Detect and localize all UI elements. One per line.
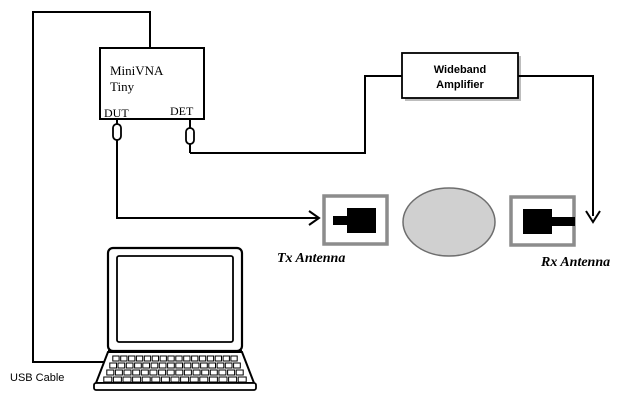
keyboard-key <box>114 369 123 376</box>
rx-antenna-label: Rx Antenna <box>540 255 610 270</box>
keyboard-key <box>141 376 151 383</box>
keyboard-key <box>149 369 158 376</box>
keyboard-key <box>230 355 238 362</box>
keyboard-key <box>170 376 180 383</box>
keyboard-key <box>189 376 199 383</box>
rx-antenna <box>509 195 576 247</box>
keyboard-key <box>151 376 161 383</box>
keyboard-key <box>106 369 115 376</box>
amplifier-label-line1: Wideband <box>434 64 486 76</box>
keyboard-key <box>150 362 159 369</box>
keyboard-key <box>158 369 167 376</box>
tx-arrowhead-icon <box>308 210 321 226</box>
laptop-icon <box>93 246 257 391</box>
keyboard-key <box>222 355 230 362</box>
keyboard-key <box>143 355 152 362</box>
keyboard-key <box>140 369 149 376</box>
keyboard-key <box>128 355 136 362</box>
keyboard-key <box>237 376 247 383</box>
keyboard-key <box>199 376 209 383</box>
keyboard-key <box>112 376 122 383</box>
keyboard-key <box>117 362 126 369</box>
keyboard-key <box>227 369 236 376</box>
keyboard-key <box>209 369 218 376</box>
keyboard-key <box>208 376 218 383</box>
minivna-label-line2: Tiny <box>110 79 135 94</box>
keyboard-key <box>132 376 142 383</box>
keyboard-key <box>218 369 227 376</box>
dut-connector-icon <box>112 119 122 146</box>
keyboard-key <box>103 376 113 383</box>
keyboard-key <box>218 376 228 383</box>
keyboard-key <box>125 362 134 369</box>
keyboard-key <box>200 362 208 369</box>
keyboard-key <box>192 369 201 376</box>
minivna-tiny-box <box>99 47 205 120</box>
keyboard-key <box>175 355 183 362</box>
keyboard-key <box>135 355 144 362</box>
det-connector-icon <box>185 119 195 153</box>
keyboard-key <box>180 376 190 383</box>
keyboard-key <box>233 362 241 369</box>
keyboard-key <box>175 362 184 369</box>
keyboard-key <box>206 355 215 362</box>
keyboard-key <box>142 362 151 369</box>
tx-antenna <box>322 194 389 246</box>
keyboard-key <box>132 369 141 376</box>
keyboard-key <box>191 362 200 369</box>
keyboard-key <box>109 362 118 369</box>
keyboard-key <box>216 362 225 369</box>
det-port-label: DET <box>170 104 194 118</box>
keyboard-key <box>201 369 210 376</box>
keyboard-key <box>235 369 244 376</box>
amplifier-label-line2: Amplifier <box>436 79 484 91</box>
tx-antenna-label: Tx Antenna <box>277 251 345 266</box>
det-to-amplifier-line <box>190 75 402 154</box>
usb-cable-label: USB Cable <box>10 372 64 384</box>
keyboard-key <box>214 355 222 362</box>
keyboard-key <box>122 376 132 383</box>
keyboard-keys <box>103 355 247 383</box>
minivna-label-line1: MiniVNA <box>110 63 164 78</box>
keyboard-key <box>183 362 192 369</box>
keyboard-key <box>191 355 199 362</box>
keyboard-key <box>167 355 175 362</box>
usb-cable-line <box>32 11 151 363</box>
keyboard-key <box>160 376 170 383</box>
keyboard-key <box>123 369 132 376</box>
keyboard-key <box>120 355 128 362</box>
keyboard-key <box>183 355 191 362</box>
keyboard-key <box>166 369 175 376</box>
keyboard-key <box>134 362 142 369</box>
rx-arrowhead-icon <box>585 210 601 224</box>
sample-ellipse <box>402 187 496 257</box>
keyboard-key <box>183 369 192 376</box>
dut-to-tx-line <box>116 146 318 219</box>
keyboard-key <box>228 376 238 383</box>
keyboard-key <box>158 362 167 369</box>
amplifier-to-rx-line <box>518 75 594 216</box>
keyboard-key <box>159 355 167 362</box>
keyboard-key <box>151 355 159 362</box>
keyboard-key <box>198 355 207 362</box>
keyboard-key <box>112 355 120 362</box>
wideband-amplifier-box <box>401 52 519 99</box>
keyboard-key <box>208 362 217 369</box>
dut-port-label: DUT <box>104 106 129 120</box>
keyboard-key <box>167 362 175 369</box>
keyboard-key <box>175 369 184 376</box>
keyboard-key <box>224 362 233 369</box>
